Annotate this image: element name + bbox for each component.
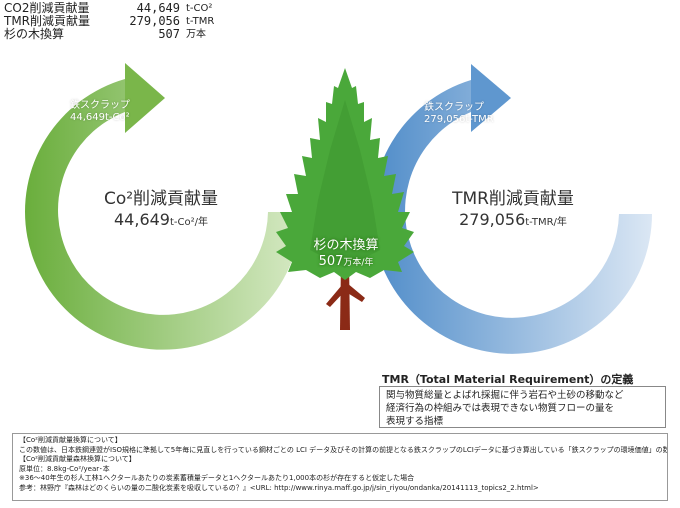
tmr-definition-box: 関与物質総量とよばれ採掘に伴う岩石や土砂の移動など 経済行為の枠組みでは表現でき… bbox=[379, 386, 666, 428]
summary-label: CO2削減貢献量 bbox=[4, 1, 90, 15]
tree-unit: 万本/年 bbox=[343, 258, 374, 268]
tree-value-line: 507万本/年 bbox=[296, 254, 396, 271]
notes-line: 参考：林野庁『森林はどのくらいの量の二酸化炭素を吸収しているの？』<URL: h… bbox=[19, 483, 539, 492]
tree-label: 杉の木換算 507万本/年 bbox=[296, 238, 396, 271]
tmr-definition-title: TMR（Total Material Requirement）の定義 bbox=[382, 373, 634, 386]
left-scrap-line2: 44,649t-Co² bbox=[70, 112, 130, 123]
right-circle-center: TMR削減貢献量 279,056t-TMR/年 bbox=[438, 188, 588, 233]
summary-block: CO2削減貢献量 44,649 t-CO² TMR削減貢献量 279,056 t… bbox=[4, 2, 234, 41]
summary-unit: t-CO² bbox=[186, 3, 213, 14]
right-scrap-label: 鉄スクラップ 279,056t-TMR bbox=[424, 102, 494, 126]
right-circle-title: TMR削減貢献量 bbox=[452, 189, 574, 209]
summary-value: 44,649 bbox=[136, 1, 180, 15]
right-scrap-line2: 279,056t-TMR bbox=[424, 114, 494, 125]
tmr-definition-line: 関与物質総量とよばれ採掘に伴う岩石や土砂の移動など bbox=[386, 390, 624, 401]
notes-box: 【Co²削減貢献量換算について】 この数値は、日本鉄鋼連盟がISO規格に準拠して… bbox=[12, 433, 668, 501]
right-scrap-line1: 鉄スクラップ bbox=[424, 102, 484, 113]
left-circle-center: Co²削減貢献量 44,649t-Co²/年 bbox=[86, 188, 236, 233]
cedar-tree-icon bbox=[276, 68, 414, 330]
summary-value: 279,056 bbox=[129, 14, 180, 28]
notes-line: この数値は、日本鉄鋼連盟がISO規格に準拠して5年毎に見直しを行っている鋼材ごと… bbox=[19, 445, 668, 454]
right-circle-value-line: 279,056t-TMR/年 bbox=[438, 210, 588, 233]
right-circle-unit: t-TMR/年 bbox=[525, 217, 567, 228]
summary-row-tmr: TMR削減貢献量 279,056 t-TMR bbox=[4, 15, 234, 28]
left-circle-unit: t-Co²/年 bbox=[169, 217, 208, 228]
notes-line: 原単位：8.8kg-Co²/year･本 bbox=[19, 464, 110, 473]
left-circle-value-line: 44,649t-Co²/年 bbox=[86, 210, 236, 233]
summary-row-co2: CO2削減貢献量 44,649 t-CO² bbox=[4, 2, 234, 15]
left-circle-title: Co²削減貢献量 bbox=[103, 189, 219, 209]
summary-row-tree: 杉の木換算 507 万本 bbox=[4, 28, 234, 41]
tree-title: 杉の木換算 bbox=[313, 238, 379, 253]
summary-label: TMR削減貢献量 bbox=[4, 14, 91, 28]
left-scrap-label: 鉄スクラップ 44,649t-Co² bbox=[70, 100, 130, 124]
notes-line: 【Co²削減貢献量森林換算について】 bbox=[19, 455, 136, 464]
summary-unit: 万本 bbox=[186, 29, 206, 40]
notes-line: 【Co²削減貢献量換算について】 bbox=[19, 436, 122, 444]
summary-unit: t-TMR bbox=[186, 16, 215, 27]
right-cycle-ring bbox=[372, 64, 652, 354]
right-cycle-arrowhead bbox=[471, 64, 511, 132]
left-cycle-arrowhead bbox=[125, 63, 165, 133]
tmr-definition-line: 経済行為の枠組みでは表現できない物質フローの量を bbox=[386, 403, 615, 414]
right-circle-value: 279,056 bbox=[459, 210, 526, 229]
tmr-definition-line: 表現する指標 bbox=[386, 416, 444, 427]
left-scrap-line1: 鉄スクラップ bbox=[70, 100, 130, 111]
left-circle-value: 44,649 bbox=[114, 210, 170, 229]
summary-value: 507 bbox=[158, 27, 180, 41]
summary-label: 杉の木換算 bbox=[4, 27, 65, 41]
notes-line: ※36～40年生の杉人工林1ヘクタールあたりの炭素蓄積量データと1ヘクタールあた… bbox=[19, 474, 415, 483]
left-cycle-ring bbox=[25, 63, 302, 350]
tree-value: 507 bbox=[318, 254, 344, 269]
